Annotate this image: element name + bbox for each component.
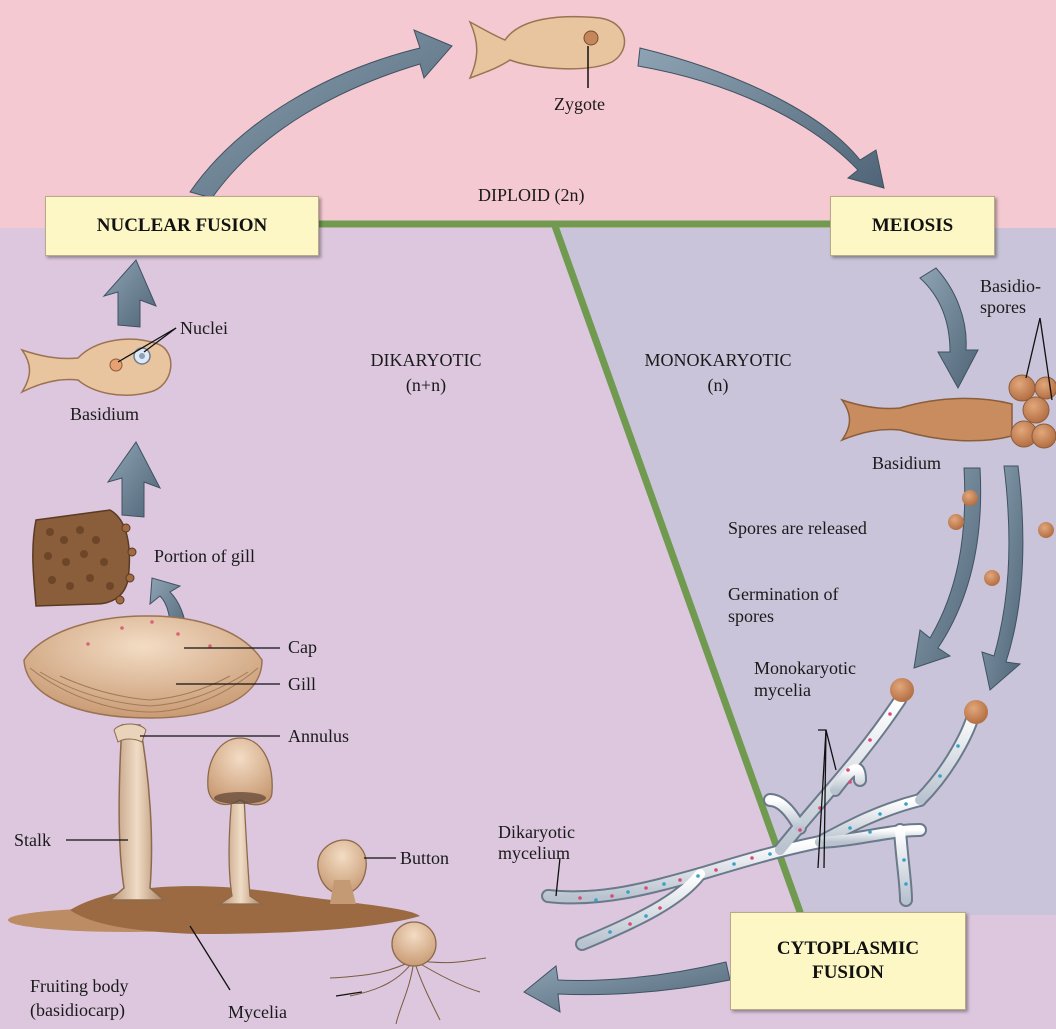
germination-label-line1: Germination of [728, 584, 838, 604]
meiosis-box: MEIOSIS [830, 196, 995, 256]
gill-label: Gill [288, 674, 316, 694]
button-label: Button [400, 848, 449, 868]
dikaryotic-mycelium-label-line1: Dikaryotic [498, 822, 575, 842]
basidium-left-label: Basidium [70, 404, 139, 424]
annulus-label: Annulus [288, 726, 349, 746]
monokaryotic-mycelia-label-line2: mycelia [754, 680, 811, 700]
cytoplasmic-fusion-box: CYTOPLASMIC FUSION [730, 912, 966, 1010]
mycelia-label: Mycelia [228, 1002, 287, 1022]
cytoplasmic-fusion-label-line2: FUSION [812, 961, 884, 985]
diploid-phase-label: DIPLOID (2n) [478, 185, 584, 205]
basidiospores-label-line2: spores [980, 297, 1026, 317]
basidium-right-label: Basidium [872, 453, 941, 473]
monokaryotic-mycelia-label-line1: Monokaryotic [754, 658, 856, 678]
nuclear-fusion-box: NUCLEAR FUSION [45, 196, 319, 256]
fruiting-body-label-line2: (basidiocarp) [30, 1000, 125, 1020]
dikaryotic-phase-label: DIKARYOTIC [356, 350, 496, 370]
portion-of-gill-label: Portion of gill [154, 546, 255, 566]
monokaryotic-ploidy-label: (n) [620, 375, 816, 395]
fruiting-body-label-line1: Fruiting body [30, 976, 129, 996]
cytoplasmic-fusion-label-line1: CYTOPLASMIC [777, 937, 919, 961]
spores-released-label: Spores are released [728, 518, 867, 538]
monokaryotic-phase-label: MONOKARYOTIC [620, 350, 816, 370]
nuclear-fusion-label: NUCLEAR FUSION [97, 214, 268, 238]
cap-label: Cap [288, 637, 317, 657]
meiosis-label: MEIOSIS [872, 214, 953, 238]
dikaryotic-mycelium-label-line2: mycelium [498, 843, 570, 863]
dikaryotic-ploidy-label: (n+n) [356, 375, 496, 395]
basidiospores-label-line1: Basidio- [980, 276, 1041, 296]
zygote-label: Zygote [554, 94, 605, 114]
stalk-label: Stalk [14, 830, 51, 850]
portion-of-gill [33, 510, 136, 606]
nuclei-label: Nuclei [180, 318, 228, 338]
germination-label-line2: spores [728, 606, 774, 626]
